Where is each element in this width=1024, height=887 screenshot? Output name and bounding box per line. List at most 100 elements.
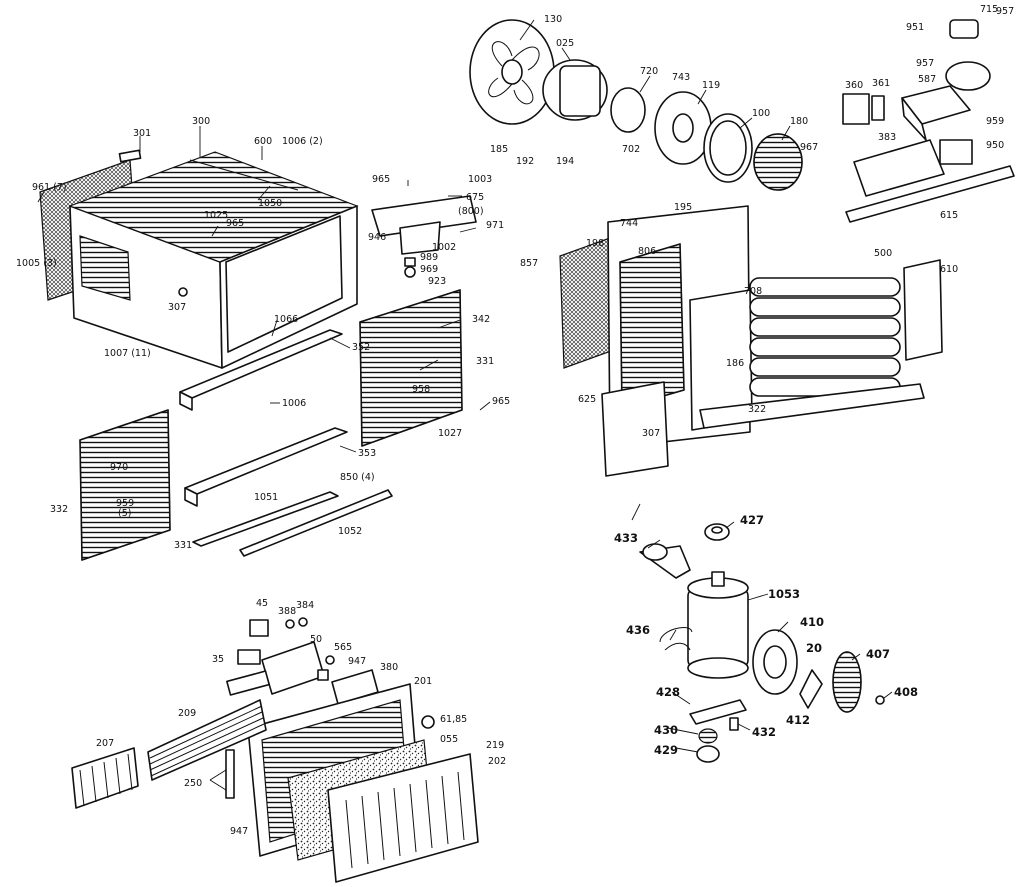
callout-192: 192 [516, 156, 534, 167]
callout-947a: 947 [348, 656, 366, 667]
relay-360 [842, 93, 870, 125]
bracket-1002 [371, 195, 477, 237]
rail-1052 [239, 489, 393, 557]
callout-600: 600 [254, 136, 272, 147]
callout-957a: 957 [996, 6, 1014, 17]
callout-565: 565 [334, 642, 352, 653]
callout-307a: 307 [168, 302, 186, 313]
evaporator-coil-806 [619, 243, 685, 409]
callout-labels: 301 300 600 1006 (2) 961 (7) 1005 (3) 10… [16, 4, 1014, 837]
compressor-group [639, 523, 885, 763]
callout-6185: 61,85 [440, 714, 467, 725]
callout-744: 744 [620, 218, 638, 229]
callout-384: 384 [296, 600, 314, 611]
callout-100: 100 [752, 108, 770, 119]
callout-958: 958 [412, 384, 430, 395]
callout-959: 959 [116, 498, 134, 509]
leader-lines [37, 19, 893, 791]
callout-1006: 1006 [282, 398, 306, 409]
callout-432: 432 [752, 725, 776, 739]
grille-louvers [345, 771, 465, 869]
callout-300: 300 [192, 116, 210, 127]
callout-380: 380 [380, 662, 398, 673]
callout-20: 20 [806, 641, 822, 655]
callout-433: 433 [614, 531, 638, 545]
callout-025: 025 [556, 38, 574, 49]
callout-130: 130 [544, 14, 562, 25]
callout-720: 720 [640, 66, 658, 77]
callout-702: 702 [622, 144, 640, 155]
louver-207-fins [79, 753, 133, 807]
callout-675: 675 [466, 192, 484, 203]
callout-959-count: (5) [118, 508, 131, 519]
callout-198: 198 [586, 238, 604, 249]
callout-407: 407 [866, 647, 890, 661]
callout-331a: 331 [476, 356, 494, 367]
louver-209 [147, 699, 267, 781]
callout-412: 412 [786, 713, 810, 727]
rail-1061 [192, 491, 339, 547]
cabinet-opening [225, 215, 343, 353]
callout-1005: 1005 (3) [16, 258, 57, 269]
callout-967a: 967 [800, 142, 818, 153]
callout-342: 342 [472, 314, 490, 325]
fan-motor-group [469, 19, 803, 191]
control-bracket-group [842, 19, 1015, 223]
callout-388: 388 [278, 606, 296, 617]
bracket-615 [845, 165, 1015, 223]
callout-322: 322 [748, 404, 766, 415]
motor-plate-720 [610, 87, 646, 133]
callout-361: 361 [872, 78, 890, 89]
callout-410: 410 [800, 615, 824, 629]
rail-353 [184, 427, 348, 495]
callout-250: 250 [184, 778, 202, 789]
callout-195: 195 [674, 202, 692, 213]
callout-301: 301 [133, 128, 151, 139]
bracket-610 [903, 259, 943, 361]
strip-250 [225, 749, 235, 799]
callout-360: 360 [845, 80, 863, 91]
callout-428: 428 [656, 685, 680, 699]
cabinet-side-louver [79, 235, 131, 301]
callout-186: 186 [726, 358, 744, 369]
callout-430: 430 [654, 723, 678, 737]
callout-352: 352 [352, 342, 370, 353]
callout-185: 185 [490, 144, 508, 155]
callout-332: 332 [50, 504, 68, 515]
callout-35: 35 [212, 654, 224, 665]
capacitor [945, 61, 991, 91]
callout-965b: 965 [372, 174, 390, 185]
nut-408 [875, 695, 885, 705]
callout-961: 961 (7) [32, 182, 67, 193]
side-panel-332 [79, 409, 171, 561]
panel-625 [601, 381, 669, 477]
callout-207: 207 [96, 738, 114, 749]
callout-615: 615 [940, 210, 958, 221]
callout-800: (800) [458, 206, 484, 217]
louver-209-blades [149, 705, 265, 777]
grille-202 [327, 753, 479, 883]
callout-850: 850 (4) [340, 472, 375, 483]
callout-950: 950 [986, 140, 1004, 151]
callout-219: 219 [486, 740, 504, 751]
callout-1007: 1007 (11) [104, 348, 151, 359]
callout-1052: 1052 [338, 526, 362, 537]
louver-207 [71, 747, 139, 809]
callout-970: 970 [110, 462, 128, 473]
callout-429: 429 [654, 743, 678, 757]
condenser-coil-500 [749, 277, 901, 397]
cabinet-top-strip [118, 149, 142, 163]
callout-331b: 331 [174, 540, 192, 551]
callout-946: 946 [368, 232, 386, 243]
callout-610: 610 [940, 264, 958, 275]
cabinet-group [39, 149, 359, 369]
callout-947b: 947 [230, 826, 248, 837]
callout-436: 436 [626, 623, 650, 637]
switch-35 [237, 649, 261, 665]
callout-857: 857 [520, 258, 538, 269]
callout-965c: 965 [492, 396, 510, 407]
callout-1002: 1002 [432, 242, 456, 253]
callout-055: 055 [440, 734, 458, 745]
callout-806: 806 [638, 246, 656, 257]
